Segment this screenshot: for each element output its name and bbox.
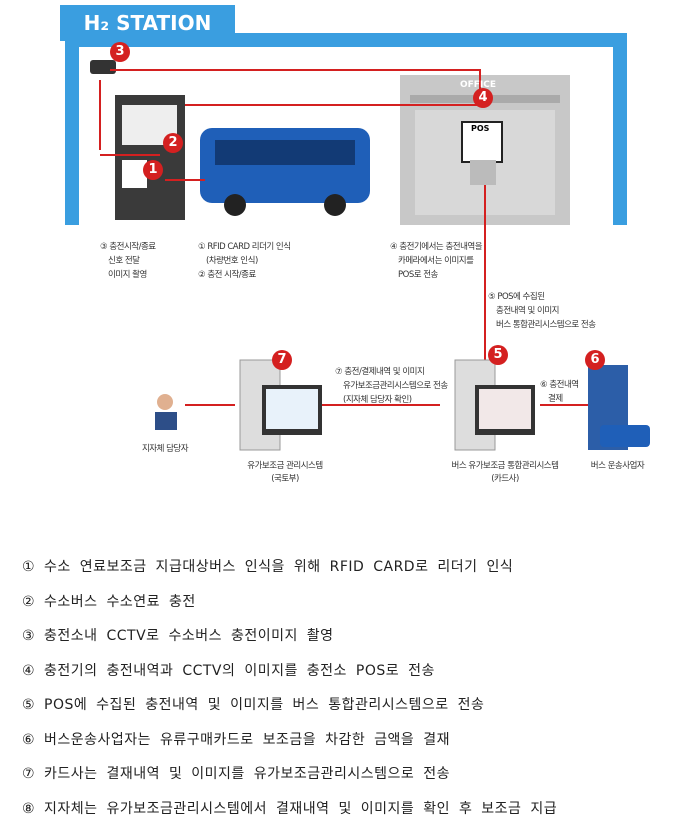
step-3: ③ 충전소내 CCTV로 수소버스 충전이미지 촬영 (22, 628, 334, 644)
step-7: ⑦ 카드사는 결재내역 및 이미지를 유가보조금관리시스템으로 전송 (22, 766, 451, 782)
ministry-computer (239, 359, 322, 451)
office-label: OFFICE (460, 80, 497, 90)
cctv-icon (90, 60, 116, 74)
operator-building (588, 365, 650, 450)
badge-4: 4 (473, 88, 493, 108)
step-6: ⑥ 버스운송사업자는 유류구매카드로 보조금을 차감한 금액을 결재 (22, 731, 451, 748)
badge-6: 6 (585, 350, 605, 370)
badge-1: 1 (143, 160, 163, 180)
pos-label: POS (471, 124, 490, 133)
operator-caption: 버스 운송사업자 (590, 461, 645, 471)
badge-5: 5 (488, 345, 508, 365)
official-person-icon (155, 394, 177, 430)
card-company-computer (454, 359, 535, 451)
bus-icon (200, 128, 370, 216)
step-5: ⑤ POS에 수집된 충전내역 및 이미지를 버스 통합관리시스템으로 전송 (22, 697, 485, 713)
station-frame (65, 33, 627, 225)
badge-2: 2 (163, 133, 183, 153)
ministry-system-caption: 유가보조금 관리시스템(국토부) (247, 461, 323, 484)
step-8: ⑧ 지자체는 유가보조금관리시스템에서 결재내역 및 이미지를 확인 후 보조금… (22, 800, 558, 817)
step-1: ① 수소 연료보조금 지급대상버스 인식을 위해 RFID CARD로 리더기 … (22, 559, 514, 575)
badge-7: 7 (272, 350, 292, 370)
step-4: ④ 충전기의 충전내역과 CCTV의 이미지를 충전소 POS로 전송 (22, 662, 435, 679)
badge-3: 3 (110, 42, 130, 62)
station-title: H₂ STATION (60, 5, 235, 41)
hydrogen-pump (115, 95, 185, 220)
official-caption: 지자체 담당자 (141, 444, 189, 454)
step-2: ② 수소버스 수소연료 충전 (22, 593, 196, 610)
card-system-caption: 버스 유가보조금 통합관리시스템(카드사) (451, 461, 559, 484)
label-rfid: ① RFID CARD 리더기 인식(차량번호 인식)② 충전 시작/종료 (198, 242, 291, 280)
process-steps-list: ① 수소 연료보조금 지급대상버스 인식을 위해 RFID CARD로 리더기 … (22, 555, 557, 821)
